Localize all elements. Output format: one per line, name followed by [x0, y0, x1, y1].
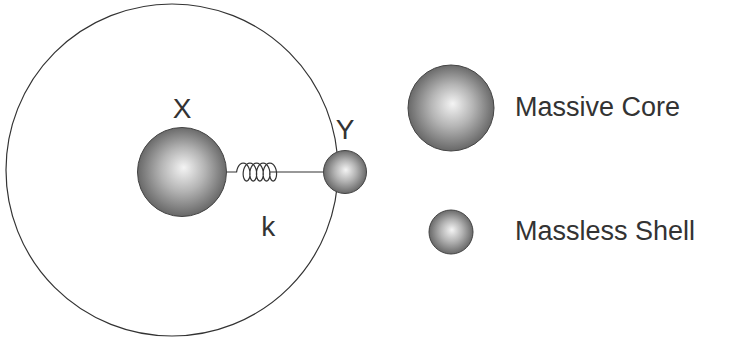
- sphere-outline: [323, 150, 367, 194]
- massless-shell-sphere: Y: [323, 150, 367, 194]
- legend-text: Massless Shell: [515, 218, 695, 245]
- massless-shell-sample: [405, 186, 497, 278]
- spring-connector: [227, 163, 323, 181]
- legend-text: Massive Core: [515, 94, 680, 121]
- massive-core-sphere: X: [137, 127, 227, 217]
- shell-circle: [6, 4, 338, 336]
- spring-constant-label: k: [259, 213, 277, 241]
- sphere-outline: [137, 127, 227, 217]
- part-label: X: [173, 95, 192, 123]
- part-label: Y: [336, 116, 355, 144]
- massive-core-sample: [405, 62, 497, 154]
